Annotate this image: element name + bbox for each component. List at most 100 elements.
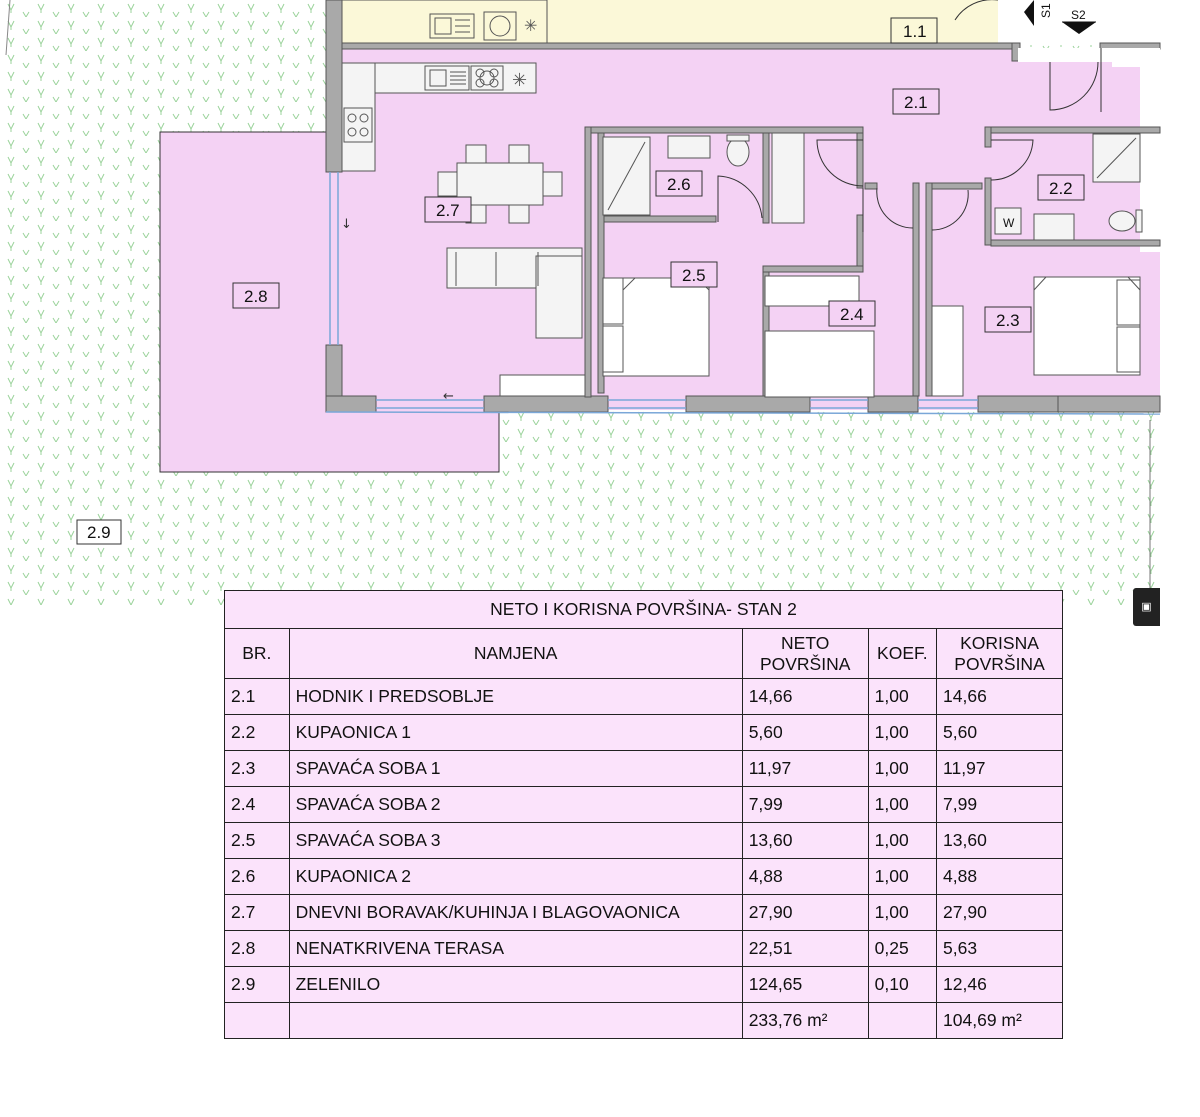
washer-mark: W bbox=[1003, 216, 1015, 230]
cell-neto: 13,60 bbox=[741, 822, 869, 859]
total-korisna: 104,69 m² bbox=[936, 1002, 1063, 1039]
sink-icon bbox=[424, 13, 475, 91]
cell-br: 2.9 bbox=[224, 966, 290, 1003]
room-labels: 1.1 2.1 2.2 2.3 2.4 2.5 2.6 2.7 2.8 2.9 bbox=[76, 17, 1085, 545]
cell-namjena: HODNIK I PREDSOBLJE bbox=[288, 678, 743, 715]
room-label-2-4: 2.4 bbox=[840, 305, 864, 324]
section-mark-s2: S2 bbox=[1071, 8, 1086, 22]
table-row: 2.9 ZELENILO 124,65 0,10 12,46 bbox=[224, 966, 1063, 1003]
door-swing-icon bbox=[717, 0, 1102, 232]
table-row: 2.8 NENATKRIVENA TERASA 22,51 0,25 5,63 bbox=[224, 930, 1063, 967]
room-label-2-3: 2.3 bbox=[996, 311, 1020, 330]
outer-walls bbox=[325, 0, 1161, 413]
cell-namjena: SPAVAĆA SOBA 2 bbox=[288, 786, 743, 823]
floor-plan: ✳ ✳ W bbox=[0, 0, 1161, 610]
table-row: 2.4 SPAVAĆA SOBA 2 7,99 1,00 7,99 bbox=[224, 786, 1063, 823]
cell-korisna: 5,60 bbox=[936, 714, 1063, 751]
table-row: 2.7 DNEVNI BORAVAK/KUHINJA I BLAGOVAONIC… bbox=[224, 894, 1063, 931]
svg-text:✳: ✳ bbox=[524, 16, 537, 35]
cell-br: 2.3 bbox=[224, 750, 290, 787]
cell-neto: 4,88 bbox=[741, 858, 869, 895]
table-row: 2.1 HODNIK I PREDSOBLJE 14,66 1,00 14,66 bbox=[224, 678, 1063, 715]
svg-text:↓: ↓ bbox=[341, 217, 352, 232]
bed-icon bbox=[499, 275, 1141, 398]
cell-namjena: KUPAONICA 2 bbox=[288, 858, 743, 895]
cell-neto: 14,66 bbox=[741, 678, 869, 715]
cell-br: 2.8 bbox=[224, 930, 290, 967]
room-label-2-2: 2.2 bbox=[1049, 179, 1073, 198]
cell-koef: 1,00 bbox=[867, 894, 938, 931]
sofa-icon bbox=[446, 247, 583, 339]
cell-korisna: 12,46 bbox=[936, 966, 1063, 1003]
apartment-floor bbox=[330, 48, 1160, 410]
cell-korisna: 27,90 bbox=[936, 894, 1063, 931]
cell-korisna: 14,66 bbox=[936, 678, 1063, 715]
cell-namjena: NENATKRIVENA TERASA bbox=[288, 930, 743, 967]
interior-walls bbox=[584, 126, 1161, 398]
table-row: 2.3 SPAVAĆA SOBA 1 11,97 1,00 11,97 bbox=[224, 750, 1063, 787]
toilet-icon bbox=[726, 134, 1143, 233]
room-label-2-1: 2.1 bbox=[904, 93, 928, 112]
header-br: BR. bbox=[224, 628, 290, 679]
shower-icon bbox=[602, 133, 1141, 216]
svg-text:←: ← bbox=[443, 389, 454, 404]
room-label-2-8: 2.8 bbox=[244, 287, 268, 306]
room-label-2-6: 2.6 bbox=[667, 175, 691, 194]
table-row: 2.5 SPAVAĆA SOBA 3 13,60 1,00 13,60 bbox=[224, 822, 1063, 859]
table-row: 2.2 KUPAONICA 1 5,60 1,00 5,60 bbox=[224, 714, 1063, 751]
cell-neto: 124,65 bbox=[741, 966, 869, 1003]
cell-neto: 11,97 bbox=[741, 750, 869, 787]
section-arrow-icon bbox=[1024, 0, 1096, 34]
cell-br: 2.2 bbox=[224, 714, 290, 751]
cell-korisna: 5,63 bbox=[936, 930, 1063, 967]
area-table: NETO I KORISNA POVRŠINA- STAN 2 BR. NAMJ… bbox=[224, 590, 1063, 1039]
header-namjena: NAMJENA bbox=[288, 628, 743, 679]
cell-br: 2.1 bbox=[224, 678, 290, 715]
cell-koef: 0,25 bbox=[867, 930, 938, 967]
cell-koef: 1,00 bbox=[867, 822, 938, 859]
cell-korisna: 11,97 bbox=[936, 750, 1063, 787]
cell-br: 2.5 bbox=[224, 822, 290, 859]
svg-text:✳: ✳ bbox=[512, 70, 527, 91]
side-panel-tab[interactable]: ▣ bbox=[1133, 588, 1160, 626]
cell-koef: 1,00 bbox=[867, 858, 938, 895]
cell-koef: 1,00 bbox=[867, 786, 938, 823]
stove-icon bbox=[343, 11, 517, 143]
cell-neto: 22,51 bbox=[741, 930, 869, 967]
header-koef: KOEF. bbox=[867, 628, 938, 679]
room-label-2-5: 2.5 bbox=[682, 266, 706, 285]
cell-neto: 27,90 bbox=[741, 894, 869, 931]
cell-koef: 0,10 bbox=[867, 966, 938, 1003]
cell-namjena: DNEVNI BORAVAK/KUHINJA I BLAGOVAONICA bbox=[288, 894, 743, 931]
cell-neto: 5,60 bbox=[741, 714, 869, 751]
cell-br: 2.7 bbox=[224, 894, 290, 931]
table-row: 2.6 KUPAONICA 2 4,88 1,00 4,88 bbox=[224, 858, 1063, 895]
cell-korisna: 7,99 bbox=[936, 786, 1063, 823]
kitchen-counter bbox=[341, 0, 548, 172]
cell-korisna: 4,88 bbox=[936, 858, 1063, 895]
cell-br: 2.6 bbox=[224, 858, 290, 895]
room-label-2-7: 2.7 bbox=[436, 201, 460, 220]
cell-namjena: KUPAONICA 1 bbox=[288, 714, 743, 751]
cell-korisna: 13,60 bbox=[936, 822, 1063, 859]
total-neto: 233,76 m² bbox=[741, 1002, 869, 1039]
table-totals-row: 233,76 m² 104,69 m² bbox=[224, 1002, 1063, 1039]
room-label-1-1: 1.1 bbox=[903, 22, 927, 41]
cell-neto: 7,99 bbox=[741, 786, 869, 823]
cell-namjena bbox=[288, 1002, 743, 1039]
windows bbox=[325, 172, 1161, 415]
cell-br: 2.4 bbox=[224, 786, 290, 823]
cell-koef: 1,00 bbox=[867, 750, 938, 787]
cell-namjena: ZELENILO bbox=[288, 966, 743, 1003]
cell-namjena: SPAVAĆA SOBA 1 bbox=[288, 750, 743, 787]
cell-koef: 1,00 bbox=[867, 714, 938, 751]
cell-br bbox=[224, 1002, 290, 1039]
cell-koef: 1,00 bbox=[867, 678, 938, 715]
cell-koef bbox=[867, 1002, 938, 1039]
room-label-2-9: 2.9 bbox=[87, 523, 111, 542]
section-mark-s1: S1 bbox=[1039, 3, 1053, 18]
table-title: NETO I KORISNA POVRŠINA- STAN 2 bbox=[224, 590, 1063, 629]
cell-namjena: SPAVAĆA SOBA 3 bbox=[288, 822, 743, 859]
